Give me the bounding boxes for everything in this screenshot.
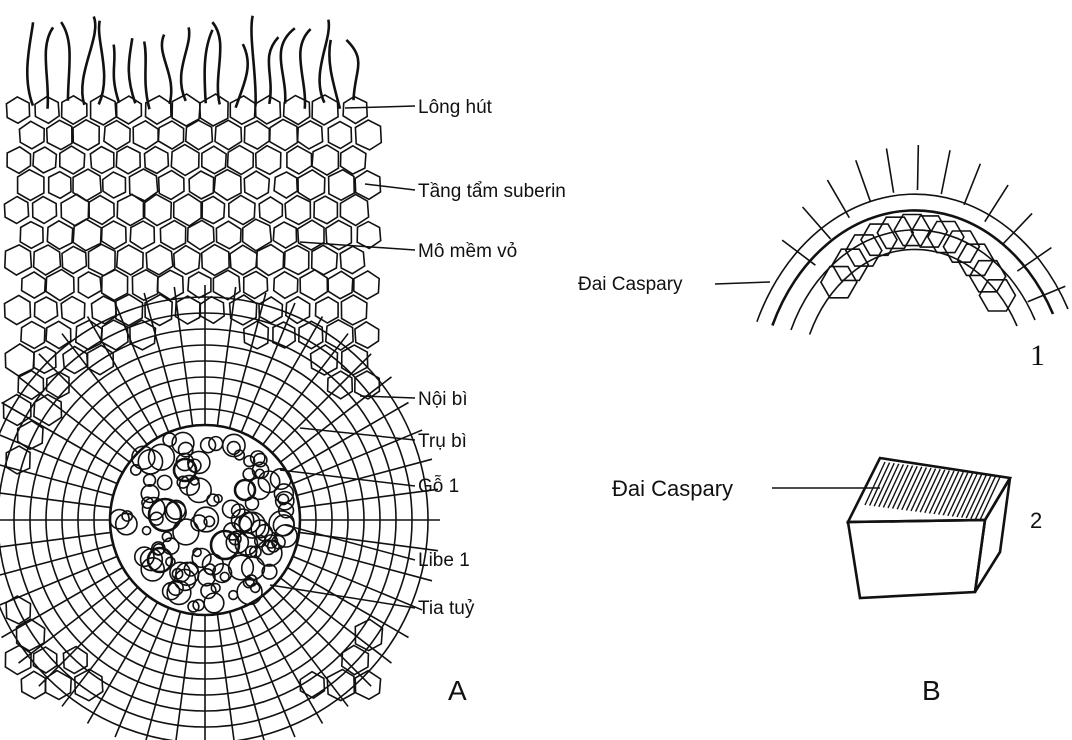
label-medullary-ray: Tia tuỷ (418, 598, 475, 619)
endodermis-arc-drawing (757, 145, 1068, 334)
figure-a-drawing (0, 16, 440, 740)
panel-label-b: B (922, 675, 941, 706)
panel-label-a: A (448, 675, 467, 706)
label-pericycle: Trụ bì (418, 431, 467, 452)
label-endodermis: Nội bì (418, 389, 468, 410)
caspary-band-hatch (865, 462, 1000, 520)
cortex-cells (4, 94, 383, 701)
label-primary-phloem: Libe 1 (418, 550, 470, 571)
part-number-1: 1 (1030, 339, 1045, 372)
label-caspary-2: Đai Caspary (612, 476, 733, 501)
label-root-hair: Lông hút (418, 97, 493, 118)
endodermal-cell-block (848, 458, 1010, 598)
vascular-cylinder (110, 425, 300, 615)
part-number-2: 2 (1030, 508, 1042, 533)
leader-caspary-1 (715, 282, 770, 284)
label-primary-xylem: Gỗ 1 (418, 475, 459, 497)
root-hairs (27, 16, 358, 110)
label-caspary-1: Đai Caspary (578, 274, 683, 295)
label-cortex-parenchyma: Mô mềm vỏ (418, 241, 517, 262)
label-suberin-layer: Tầng tẩm suberin (418, 181, 566, 202)
